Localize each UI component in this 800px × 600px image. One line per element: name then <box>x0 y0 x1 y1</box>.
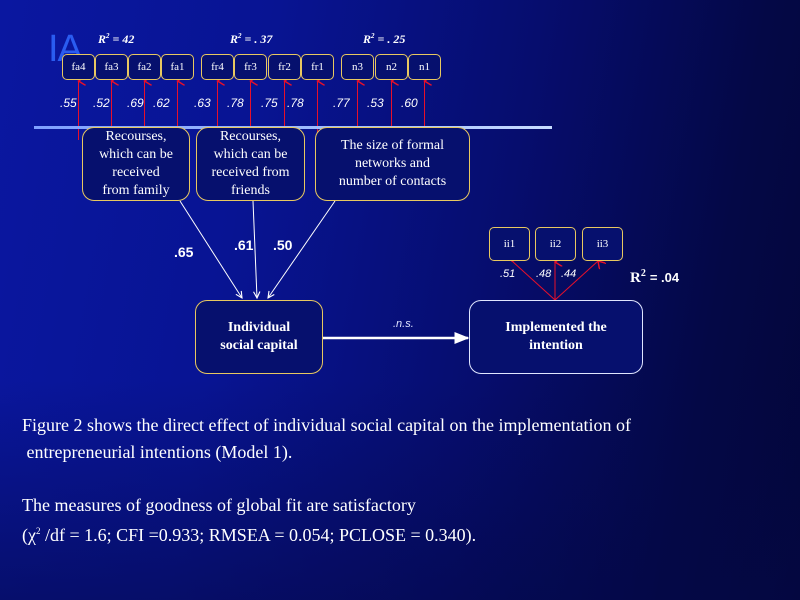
outcome-line: intention <box>529 338 583 353</box>
loading-arrow-ii1 <box>512 261 556 301</box>
path-coef-friends: .61 <box>234 237 254 253</box>
indicator-ii1: ii1 <box>489 227 530 261</box>
loading-arrow-ii3 <box>554 261 598 301</box>
loading-fr2: .75 <box>261 96 278 110</box>
latent-friends-line: Recourses, <box>219 129 282 144</box>
loading-fr4: .63 <box>194 96 211 110</box>
latent-family-line: which can be <box>99 147 173 162</box>
background-shade <box>0 380 800 600</box>
latent-friends-line: friends <box>231 183 270 198</box>
loading-n2: .53 <box>367 96 384 110</box>
loading-fr1: .78 <box>287 96 304 110</box>
loading-fa2: .69 <box>127 96 144 110</box>
loading-fa4: .55 <box>60 96 77 110</box>
indicator-fr1: fr1 <box>301 54 334 80</box>
direct-path-label: .n.s. <box>393 318 414 330</box>
indicator-fa3: fa3 <box>95 54 128 80</box>
indicator-n3: n3 <box>341 54 374 80</box>
indicator-n1: n1 <box>408 54 441 80</box>
paragraph-2-line-2: (χ2 /df = 1.6; CFI =0.933; RMSEA = 0.054… <box>22 525 477 545</box>
loading-fa3: .52 <box>93 96 110 110</box>
loading-n1: .60 <box>401 96 418 110</box>
loading-ii1: .51 <box>500 268 516 280</box>
loading-fa1: .62 <box>153 96 170 110</box>
indicator-n2: n2 <box>375 54 408 80</box>
indicator-fr2: fr2 <box>268 54 301 80</box>
latent-networks-line: networks and <box>354 156 431 171</box>
paragraph-1-line-2: entrepreneurial intentions (Model 1). <box>22 442 293 462</box>
r2-label-networks: R2 = . 25 <box>363 32 406 46</box>
indicator-fa2: fa2 <box>128 54 161 80</box>
latent-friends-line: which can be <box>213 147 288 162</box>
paragraph-2-line-1: The measures of goodness of global fit a… <box>22 495 416 515</box>
indicator-ii3: ii3 <box>582 227 623 261</box>
path-coef-networks: .50 <box>273 237 293 253</box>
structural-paths <box>179 200 470 344</box>
outcome-loading-arrows <box>512 261 598 301</box>
latent-implemented-intention: Implemented the intention <box>469 300 643 374</box>
indicator-fr3: fr3 <box>234 54 267 80</box>
loading-n3: .77 <box>333 96 350 110</box>
r2-label-friends: R2 = . 37 <box>230 32 273 46</box>
latent-friends-resources: Recourses, which can be received from fr… <box>196 127 305 201</box>
latent-family-resources: Recourses, which can be received from fa… <box>82 127 190 201</box>
latent-networks-line: number of contacts <box>338 174 447 189</box>
indicator-ii2: ii2 <box>535 227 576 261</box>
latent-formal-networks: The size of formal networks and number o… <box>315 127 470 201</box>
path-arrow-friends <box>252 200 257 298</box>
outcome-line: Implemented the <box>505 320 607 335</box>
latent-networks-line: The size of formal <box>340 138 444 153</box>
latent-family-line: received <box>112 165 160 180</box>
latent-individual-social-capital: Individual social capital <box>195 300 323 374</box>
r2-label-outcome: R2= .04 <box>630 268 680 286</box>
central-line: social capital <box>220 338 298 353</box>
loading-fr3: .78 <box>227 96 244 110</box>
latent-friends-line: received from <box>211 165 290 180</box>
path-arrow-networks <box>268 200 336 298</box>
r2-label-family: R2 = 42 <box>98 32 135 46</box>
loading-ii3: .44 <box>561 268 577 280</box>
latent-family-line: from family <box>102 183 170 198</box>
indicator-fa4: fa4 <box>62 54 95 80</box>
loading-ii2: .48 <box>536 268 552 280</box>
indicator-fr4: fr4 <box>201 54 234 80</box>
latent-family-line: Recourses, <box>105 129 167 144</box>
paragraph-1-line-1: Figure 2 shows the direct effect of indi… <box>22 415 632 435</box>
central-line: Individual <box>227 320 291 335</box>
path-coef-family: .65 <box>174 244 194 260</box>
path-arrow-family <box>179 200 242 298</box>
indicator-fa1: fa1 <box>161 54 194 80</box>
